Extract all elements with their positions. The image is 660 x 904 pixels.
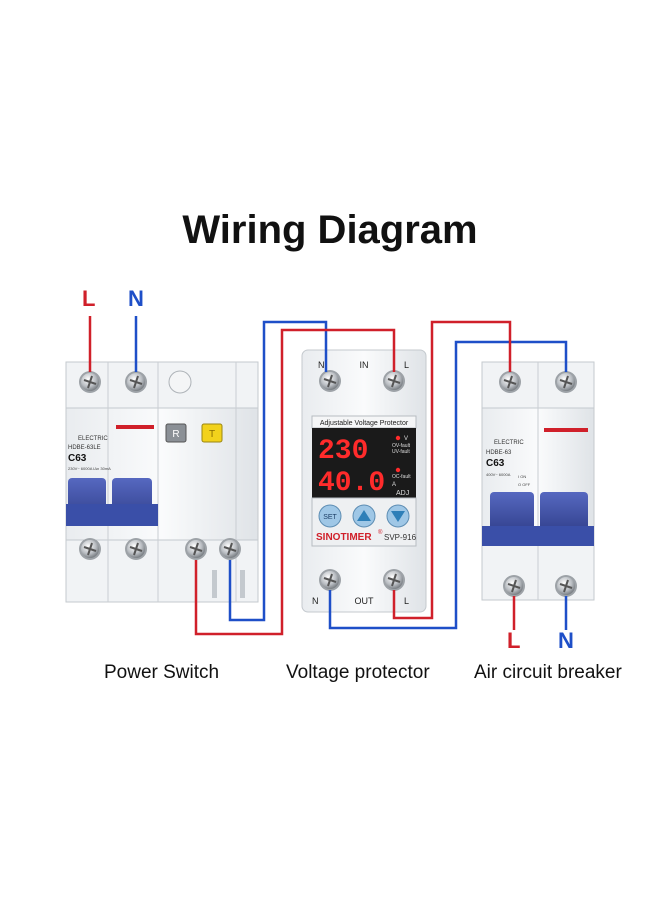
protector-out-screw-neutral — [318, 568, 342, 592]
protector-bottom-label-n: N — [312, 596, 319, 606]
output-live-label: L — [507, 628, 521, 653]
protector-top-label-in: IN — [360, 360, 369, 370]
voltage-protector-caption: Voltage protector — [286, 662, 430, 683]
diagram-title: Wiring Diagram — [182, 208, 478, 252]
protector-unit-a: A — [392, 482, 396, 488]
switch-brand: ELECTRIC — [78, 436, 108, 442]
protector-uv-fault: UV-fault — [392, 449, 410, 455]
power-switch: ELECTRIC HDBE-63LE C63 230V~ 6000A IΔn 3… — [65, 361, 259, 603]
switch-test-label: R — [172, 429, 179, 440]
breaker-off-label: O OFF — [518, 482, 531, 487]
switch-input-screw-neutral — [124, 370, 148, 394]
protector-oc-fault: OC-fault — [392, 474, 411, 480]
protector-set-label: SET — [323, 514, 337, 521]
protector-model: SVP-916 — [384, 533, 417, 542]
wires — [88, 316, 568, 636]
air-circuit-breaker: ELECTRIC HDBE-63 C63 400V~ 6000A I ON O … — [481, 361, 595, 601]
protector-bottom-label-l: L — [404, 596, 409, 606]
protector-unit-v: V — [404, 436, 408, 442]
switch-lower-screw-1 — [78, 537, 102, 561]
breaker-output-screw-neutral — [554, 574, 578, 598]
protector-brand: SINOTIMER — [316, 532, 372, 543]
protector-registered: ® — [378, 529, 383, 536]
protector-set-button[interactable] — [318, 504, 342, 528]
switch-test-button[interactable] — [165, 423, 187, 443]
switch-specs: 230V~ 6000A IΔn 30mA — [68, 466, 111, 471]
switch-output-screw-neutral — [218, 537, 242, 561]
switch-rating: C63 — [68, 453, 87, 464]
breaker-rating: C63 — [486, 458, 505, 469]
protector-panel-title: Adjustable Voltage Protector — [320, 420, 409, 427]
protector-adj: ADJ — [396, 490, 409, 497]
breaker-on-label: I ON — [518, 474, 526, 479]
power-switch-caption: Power Switch — [104, 662, 220, 683]
switch-model: HDBE-63LE — [68, 445, 101, 451]
switch-to-protector-live — [194, 328, 396, 636]
protector-bottom-label-out: OUT — [355, 596, 375, 606]
protector-top-label-n: N — [318, 360, 325, 370]
switch-cover-hole — [168, 370, 192, 394]
down-arrow-icon — [391, 511, 405, 522]
input-live-label: L — [82, 286, 96, 311]
protector-current-reading: 40.0 — [318, 468, 385, 499]
protector-voltage-reading: 230 — [318, 436, 368, 467]
breaker-red-indicator — [544, 428, 588, 432]
switch-lower-screw-2 — [124, 537, 148, 561]
output-neutral-label: N — [558, 628, 574, 653]
breaker-model: HDBE-63 — [486, 450, 512, 456]
up-arrow-icon — [357, 510, 371, 521]
protector-to-breaker-neutral — [328, 340, 568, 630]
voltage-protector: N IN L Adjustable Voltage Protector 230 … — [301, 349, 427, 613]
switch-output-screw-live — [184, 537, 208, 561]
switch-input-screw-live — [78, 370, 102, 394]
breaker-input-screw-neutral — [554, 370, 578, 394]
protector-in-screw-live — [382, 369, 406, 393]
protector-ov-fault: OV-fault — [392, 443, 411, 449]
protector-out-screw-live — [382, 568, 406, 592]
breaker-specs: 400V~ 6000A — [486, 472, 511, 477]
air-circuit-breaker-caption: Air circuit breaker — [474, 662, 622, 683]
switch-yellow-button[interactable] — [201, 423, 223, 443]
protector-top-label-l: L — [404, 360, 409, 370]
protector-to-breaker-live — [392, 320, 512, 620]
breaker-output-screw-live — [502, 574, 526, 598]
switch-red-indicator — [116, 425, 154, 429]
input-neutral-label: N — [128, 286, 144, 311]
breaker-input-screw-live — [498, 370, 522, 394]
breaker-brand: ELECTRIC — [494, 440, 524, 446]
protector-in-screw-neutral — [318, 369, 342, 393]
svg-text:T: T — [209, 429, 215, 440]
